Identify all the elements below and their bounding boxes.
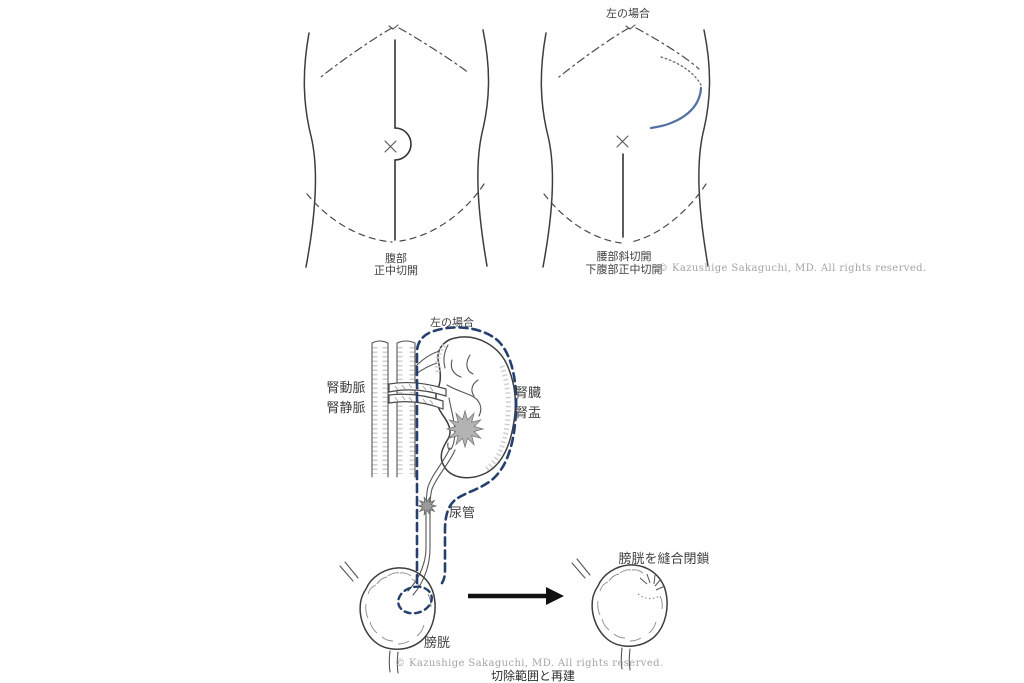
bladder-cuff-dashed <box>397 585 433 615</box>
bladder-label: 膀胱 <box>424 635 450 651</box>
figure-caption: 切除範囲と再建 <box>491 668 575 683</box>
kidney-hatching-right <box>483 365 511 473</box>
kidney-tumor-starburst <box>445 409 485 449</box>
contralateral-ureter-stub <box>339 561 359 582</box>
bladder-outline <box>591 564 668 647</box>
inguinal-line-left <box>543 193 622 244</box>
midline-incision-label-line2: 正中切開 <box>374 264 418 277</box>
urethra-lines <box>620 647 631 671</box>
oblique-incision-anterior-blue <box>649 86 703 130</box>
urethra-lines <box>388 650 399 674</box>
flank-incision-label-line2: 下腹部正中切開 <box>586 262 663 276</box>
incision-diagrams: 左の場合 腹部 正中切開 <box>303 6 927 277</box>
arrow-head <box>546 587 564 605</box>
kidney-hatching-left <box>434 343 447 374</box>
suture-dotted-arc <box>637 593 661 600</box>
bladder-after: 膀胱を縫合閉鎖 <box>571 551 710 671</box>
ureter-tumor-starburst <box>416 496 438 516</box>
umbilicus-arc <box>394 127 412 161</box>
costal-margin-line-right <box>635 27 700 70</box>
umbilicus-x-mark <box>616 135 629 148</box>
renal-vessels-label-line2: 腎静脈 <box>326 401 365 416</box>
xiphoid-mark <box>625 24 636 30</box>
costal-margin-line-left <box>558 27 630 78</box>
midline-incision-label-line1: 腹部 <box>385 251 407 265</box>
costal-margin-line-right <box>398 27 470 74</box>
oblique-incision-posterior-dotted <box>660 56 702 86</box>
body-contour-left <box>540 32 554 268</box>
copyright-bottom: © Kazushige Sakaguchi, MD. All rights re… <box>395 658 664 669</box>
bladder-outline <box>359 567 436 650</box>
xiphoid-mark <box>388 24 399 30</box>
kidney-outline <box>435 336 517 479</box>
resection-diagram: 左の場合 尿管 <box>326 315 709 683</box>
bladder-closure-label: 膀胱を縫合閉鎖 <box>618 551 709 567</box>
torso-midline-incision: 腹部 正中切開 <box>303 24 490 277</box>
great-vessels <box>371 340 441 478</box>
body-contour-left <box>303 32 317 268</box>
case-label-top: 左の場合 <box>606 6 650 20</box>
umbilicus-x-mark <box>384 140 397 153</box>
case-label-bottom: 左の場合 <box>430 315 474 329</box>
copyright-top: © Kazushige Sakaguchi, MD. All rights re… <box>658 263 927 274</box>
ureter-stub <box>571 558 591 579</box>
ureter: 尿管 <box>407 447 475 596</box>
torso-flank-incision: 腰部斜切開 下腹部正中切開 © Kazushige Sakaguchi, MD.… <box>540 24 927 276</box>
inguinal-line-right <box>630 183 707 243</box>
resection-outline-dashed <box>415 326 518 585</box>
inguinal-line-right <box>399 183 485 242</box>
body-contour-right <box>698 29 711 267</box>
flank-incision-label-line1: 腰部斜切開 <box>597 249 652 263</box>
vessel-tube-outlines <box>371 340 416 478</box>
kidney-label-line1: 腎臓 <box>515 386 541 401</box>
vessel-hatching <box>372 347 415 474</box>
renal-pelvis-calyces <box>443 344 482 450</box>
bladder-wall-scallops <box>597 569 663 642</box>
costal-margin-line-left <box>320 27 393 78</box>
arrow-icon <box>468 587 564 605</box>
suture-pucker-marks <box>639 573 666 591</box>
body-contour-right <box>477 29 490 267</box>
bladder-before: 膀胱 <box>339 561 450 674</box>
ureter-label: 尿管 <box>449 506 475 521</box>
renal-vessels-label-line1: 腎動脈 <box>326 381 365 396</box>
inguinal-line-left <box>306 193 393 243</box>
kidney-label-line2: 腎盂 <box>515 406 541 421</box>
